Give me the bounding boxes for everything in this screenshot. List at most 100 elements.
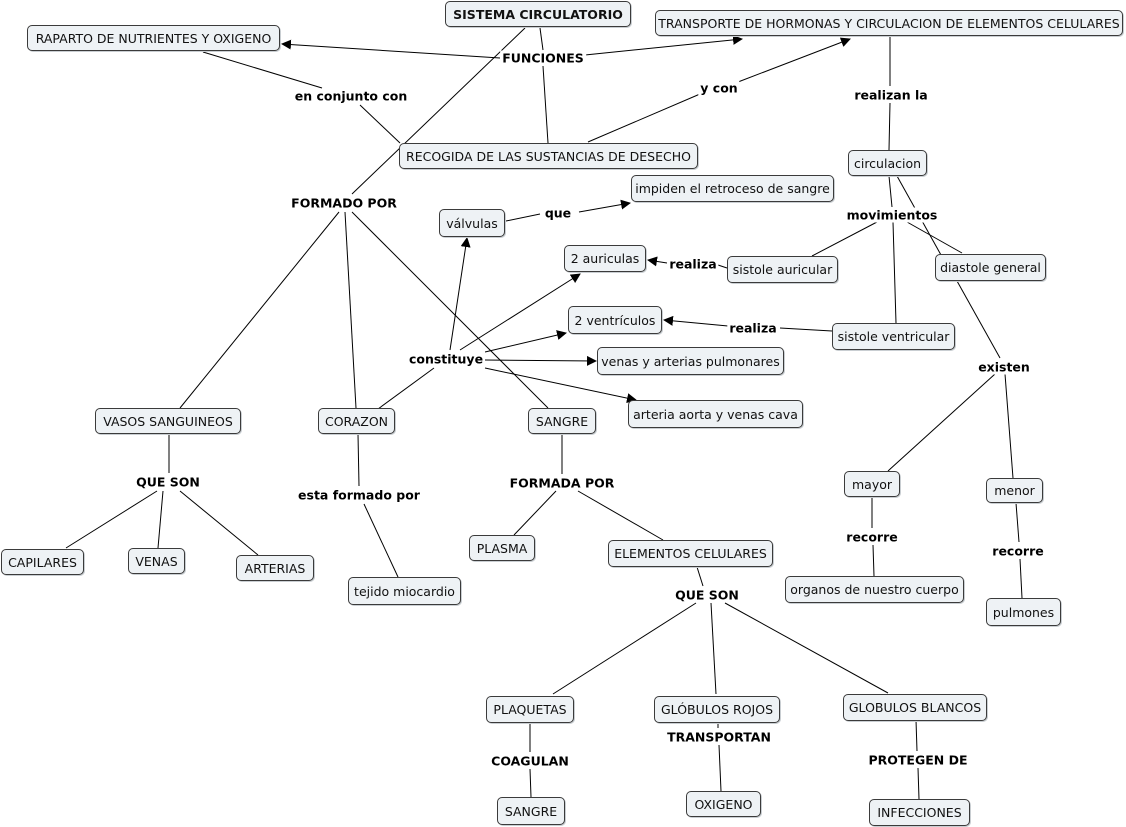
concept-sistole-auricular[interactable]: sistole auricular [727, 256, 838, 283]
concept-sistole-ventricular[interactable]: sistole ventricular [832, 323, 955, 350]
concept-mayor[interactable]: mayor [844, 471, 900, 497]
line-formado-corazon [344, 211, 357, 409]
link-y-con: y con [698, 80, 740, 96]
link-funciones: FUNCIONES [500, 50, 586, 66]
concept-circulacion[interactable]: circulacion [848, 150, 927, 176]
line-blancos-protegen [915, 719, 918, 752]
concept-infecciones[interactable]: INFECCIONES [869, 799, 970, 826]
line-coagulan-sangre [529, 768, 532, 798]
concept-plaquetas[interactable]: PLAQUETAS [486, 696, 574, 723]
line-realiza-ventriculos [663, 315, 729, 327]
concept-valvulas[interactable]: válvulas [439, 209, 505, 237]
line-queson-capilares [65, 490, 158, 549]
line-que-impiden [578, 199, 631, 213]
link-esta-formado-por: esta formado por [296, 487, 422, 503]
concept-reparto-nutrientes[interactable]: RAPARTO DE NUTRIENTES Y OXIGENO [27, 25, 280, 51]
concept-transporte-hormonas[interactable]: TRANSPORTE DE HORMONAS Y CIRCULACION DE … [655, 10, 1123, 36]
concept-elementos-celulares[interactable]: ELEMENTOS CELULARES [608, 540, 773, 567]
concept-globulos-blancos[interactable]: GLOBULOS BLANCOS [843, 694, 987, 721]
line-const-ventriculos [484, 330, 567, 353]
concept-capilares[interactable]: CAPILARES [1, 549, 84, 575]
line-menor-recorre [1015, 502, 1020, 543]
line-funciones-transporte [584, 34, 743, 56]
concept-menor[interactable]: menor [986, 478, 1043, 503]
concept-sistema-circulatorio[interactable]: SISTEMA CIRCULATORIO [445, 1, 631, 27]
link-que-son-vasos: QUE SON [134, 474, 202, 490]
link-formada-por: FORMADA POR [507, 475, 617, 491]
line-transportan-oxigeno [718, 744, 722, 792]
line-const-pulmonares [484, 355, 597, 366]
link-coagulan: COAGULAN [489, 753, 571, 769]
line-elementos-queson [696, 566, 704, 587]
line-corazon-estaformado [357, 433, 360, 487]
line-formado-vasos [179, 211, 340, 409]
line-realizan-circulacion [888, 102, 891, 151]
link-que: que [542, 205, 574, 221]
line-sistema-formadopor [351, 27, 526, 195]
line-sistema-funciones [539, 27, 544, 51]
line-diastole-existen [956, 280, 1001, 359]
link-realiza-auriculas: realiza [667, 256, 719, 272]
link-movimientos: movimientos [844, 207, 940, 223]
concept-organos-cuerpo[interactable]: organos de nuestro cuerpo [785, 576, 964, 603]
line-queson-arterias [179, 490, 259, 556]
line-recogida-ycon [587, 93, 701, 143]
line-const-valvulas [449, 237, 471, 351]
concept-2-ventriculos[interactable]: 2 ventrículos [568, 306, 662, 334]
concept-tejido-miocardio[interactable]: tejido miocardio [348, 577, 461, 605]
line-queson2-plaquetas [552, 602, 697, 695]
line-protegen-infecciones [917, 767, 920, 800]
concept-corazon[interactable]: CORAZON [318, 408, 395, 434]
line-corazon-constituye [377, 367, 435, 410]
concept-plasma[interactable]: PLASMA [469, 535, 535, 561]
concept-vasos-sanguineos[interactable]: VASOS SANGUINEOS [95, 408, 241, 434]
link-realizan-la: realizan la [852, 87, 930, 103]
link-formado-por: FORMADO POR [289, 195, 399, 211]
line-reparto-enconjunto [202, 51, 323, 89]
line-const-auriculas [459, 273, 581, 351]
link-existen: existen [976, 359, 1032, 375]
concept-sangre-coagulan[interactable]: SANGRE [497, 797, 565, 825]
concept-oxigeno[interactable]: OXIGENO [686, 791, 761, 817]
link-recorre-menor: recorre [990, 543, 1046, 559]
line-queson2-rojos [710, 602, 717, 695]
line-queson2-blancos [724, 602, 889, 694]
line-sistaur-realiza [717, 264, 728, 269]
concept-2-auriculas[interactable]: 2 auriculas [564, 245, 646, 272]
link-que-son-elementos: QUE SON [673, 587, 741, 603]
link-en-conjunto-con: en conjunto con [292, 88, 410, 104]
line-mov-sistvent [892, 221, 897, 324]
line-ycon-transporte [737, 37, 851, 83]
line-realiza-auriculas [647, 256, 668, 267]
concept-diastole-general[interactable]: diastole general [935, 254, 1046, 281]
line-formadapor-plasma [513, 490, 557, 536]
line-existen-menor [1004, 373, 1014, 479]
line-circulacion-movimientos [888, 175, 893, 208]
line-sistvent-realiza [779, 327, 833, 332]
line-mov-diastole [906, 221, 963, 254]
concept-recogida-desecho[interactable]: RECOGIDA DE LAS SUSTANCIAS DE DESECHO [399, 143, 698, 169]
line-formadapor-elementos [577, 490, 664, 541]
concept-impiden-retroceso[interactable]: impiden el retroceso de sangre [631, 175, 834, 202]
concept-globulos-rojos[interactable]: GLÓBULOS ROJOS [654, 696, 780, 723]
line-existen-mayor [887, 373, 996, 472]
line-const-aorta [484, 367, 637, 404]
concept-pulmones[interactable]: pulmones [986, 598, 1061, 626]
concept-venas-arterias-pulmonares[interactable]: venas y arterias pulmonares [597, 347, 784, 375]
concept-venas[interactable]: VENAS [128, 548, 185, 574]
line-formado-sangre [351, 211, 549, 409]
concept-arteria-aorta[interactable]: arteria aorta y venas cava [628, 400, 803, 428]
line-estaformado-miocardio [363, 503, 399, 578]
concept-sangre[interactable]: SANGRE [528, 408, 596, 434]
line-valvulas-que [505, 213, 541, 222]
line-enconjunto-recogida [359, 104, 401, 144]
link-protegen-de: PROTEGEN DE [866, 752, 970, 768]
link-constituye: constituye [406, 351, 486, 367]
line-queson-venas [157, 490, 164, 549]
concept-arterias[interactable]: ARTERIAS [236, 555, 314, 581]
line-recorre-pulmones [1019, 558, 1023, 599]
line-funciones-reparto [281, 39, 501, 59]
link-recorre-mayor: recorre [844, 529, 900, 545]
link-realiza-ventriculos: realiza [727, 320, 779, 336]
